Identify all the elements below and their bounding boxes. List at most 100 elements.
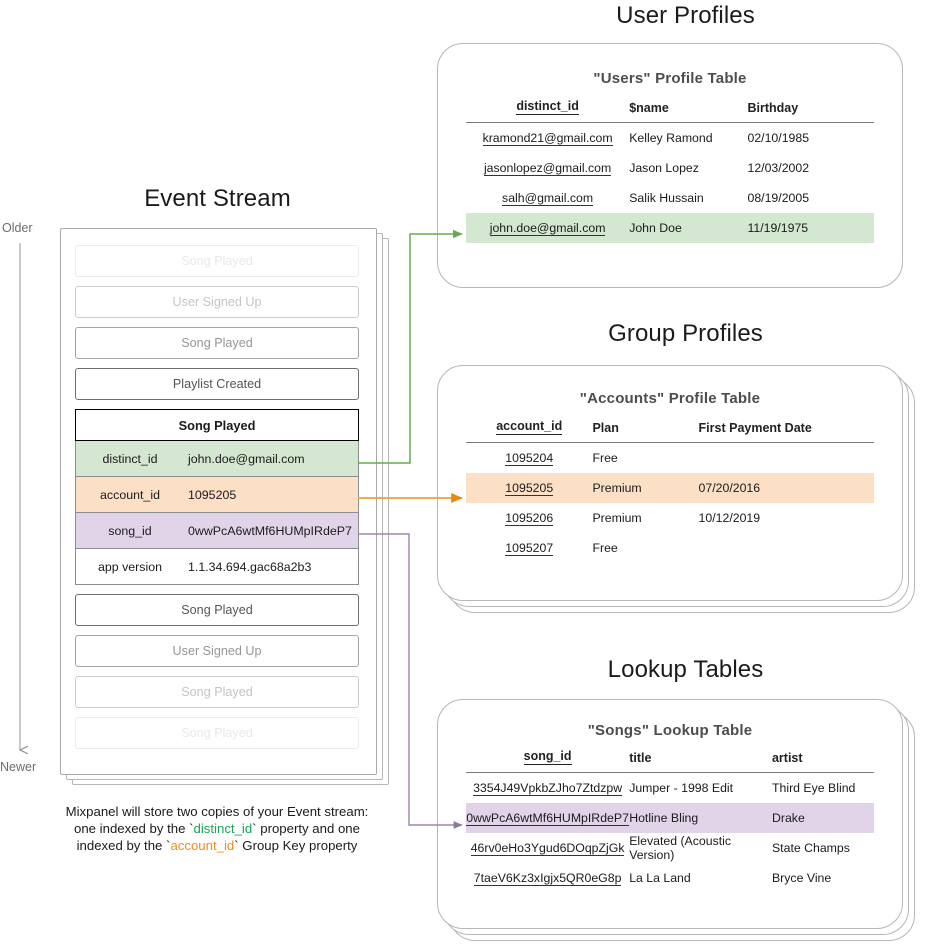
table-cell: [699, 443, 874, 474]
table-cell: Drake: [771, 803, 874, 833]
event-stream-item-label: Song Played: [181, 726, 253, 740]
column-header: account_id: [466, 419, 593, 443]
table-cell: 46rv0eHo3Ygud6DOqpZjGk: [470, 840, 625, 856]
table-cell: Hotline Bling: [629, 803, 772, 833]
column-header: distinct_id: [466, 99, 630, 123]
table-cell: 7taeV6Kz3xIgjx5QR0eG8p: [473, 870, 622, 886]
event-stream-item[interactable]: Playlist Created: [75, 368, 359, 400]
table-cell: La La Land: [629, 871, 691, 885]
column-header: song_id: [466, 749, 630, 773]
event-stream-item[interactable]: Song Played: [75, 327, 359, 359]
table-cell: 1095205: [466, 473, 593, 503]
table-cell: Elevated (Acoustic Version): [629, 834, 732, 862]
table-cell: Third Eye Blind: [771, 781, 856, 795]
table-cell: 1095206: [505, 510, 554, 526]
table-cell: [699, 533, 874, 563]
event-stream-item-label: Song Played: [181, 254, 253, 268]
group-profiles-title: Group Profiles: [608, 320, 763, 347]
focused-event-title: Song Played: [75, 409, 359, 441]
lookup-tables-title: Lookup Tables: [607, 656, 764, 683]
event-stream-title: Event Stream: [144, 185, 291, 212]
table-cell: 1095207: [505, 540, 554, 556]
table-cell: jasonlopez@gmail.com: [483, 160, 612, 176]
event-property-key: distinct_id: [102, 451, 158, 466]
table-cell: 07/20/2016: [698, 473, 874, 503]
table-cell: Jumper - 1998 Edit: [629, 781, 734, 795]
column-header-label: distinct_id: [516, 99, 579, 115]
table-cell: Free: [592, 541, 618, 555]
table-cell: John Doe: [629, 213, 748, 243]
column-header: artist: [771, 749, 874, 773]
table-cell: 3354J49VpkbZJho7Ztdzpw: [473, 780, 623, 796]
table-cell: State Champs: [771, 841, 850, 855]
table-cell: Jason Lopez: [629, 161, 699, 175]
event-property-value: 1.1.34.694.gac68a2b3: [188, 559, 312, 574]
event-stream-item[interactable]: Song Played: [75, 594, 359, 626]
table-cell: 12/03/2002: [747, 161, 810, 175]
table-cell: 0wwPcA6wtMf6HUMpIRdeP7: [466, 803, 630, 833]
event-property-row: distinct_id john.doe@gmail.com: [75, 441, 359, 477]
event-stream-item[interactable]: User Signed Up: [75, 286, 359, 318]
axis-label-older: Older: [2, 221, 33, 235]
event-property-row: account_id 1095205: [75, 477, 359, 513]
table-row[interactable]: 7taeV6Kz3xIgjx5QR0eG8p La La Land Bryce Vi…: [466, 863, 874, 893]
event-property-row: song_id 0wwPcA6wtMf6HUMpIRdeP7: [75, 513, 359, 549]
focused-event-card[interactable]: Song Played distinct_id john.doe@gmail.com…: [75, 409, 359, 585]
event-stream-item-label: Playlist Created: [172, 377, 262, 391]
column-header-label: song_id: [523, 749, 572, 765]
axis-label-newer: Newer: [0, 760, 37, 774]
column-header-label: account_id: [496, 419, 563, 435]
table-cell: Bryce Vine: [771, 871, 832, 885]
table-cell: Salik Hussain: [629, 191, 704, 205]
event-stream-item[interactable]: User Signed Up: [75, 635, 359, 667]
table-cell: salh@gmail.com: [502, 190, 594, 206]
table-cell: 11/19/1975: [747, 213, 874, 243]
column-header: title: [629, 749, 772, 773]
column-header: $name: [629, 99, 748, 123]
table-cell: Free: [592, 451, 618, 465]
event-property-row: app version 1.1.34.694.gac68a2b3: [75, 549, 359, 585]
caption-line-3: indexed by the `account_id` Group Key pr…: [76, 838, 358, 853]
caption-line-1: Mixpanel will store two copies of your E…: [65, 804, 369, 819]
songs-table-title: "Songs" Lookup Table: [587, 722, 753, 739]
table-cell: 02/10/1985: [747, 131, 810, 145]
table-row[interactable]: jasonlopez@gmail.com Jason Lopez 12/03/200…: [466, 153, 874, 183]
event-property-key: account_id: [100, 487, 160, 502]
table-cell: Premium: [592, 473, 699, 503]
event-property-key: song_id: [108, 523, 152, 538]
event-stream-item[interactable]: Song Played: [75, 245, 359, 277]
event-stream-item[interactable]: Song Played: [75, 676, 359, 708]
event-property-value: john.doe@gmail.com: [188, 451, 305, 466]
table-cell: 10/12/2019: [698, 511, 761, 525]
accounts-table-title: "Accounts" Profile Table: [579, 390, 761, 407]
event-property-value: 1095205: [188, 487, 237, 502]
caption: Mixpanel will store two copies of your E…: [37, 803, 397, 854]
caption-token-account-id: account_id: [170, 838, 235, 853]
table-row[interactable]: 3354J49VpkbZJho7Ztdzpw Jumper - 1998 Edit…: [466, 773, 874, 804]
user-profiles-title: User Profiles: [616, 2, 755, 29]
event-stream-item-label: Song Played: [181, 336, 253, 350]
event-property-key: app version: [97, 559, 163, 574]
table-row[interactable]: 1095207 Free: [466, 533, 874, 563]
column-header: First Payment Date: [698, 419, 874, 443]
event-stream-item-label: User Signed Up: [172, 644, 262, 658]
event-stream-item[interactable]: Song Played: [75, 717, 359, 749]
users-table-title: "Users" Profile Table: [593, 70, 747, 87]
table-cell: Kelley Ramond: [629, 131, 713, 145]
event-property-value: 0wwPcA6wtMf6HUMpIRdeP7: [188, 523, 352, 538]
caption-line-2: one indexed by the `distinct_id` propert…: [74, 821, 360, 836]
event-stream-item-label: Song Played: [181, 603, 253, 617]
